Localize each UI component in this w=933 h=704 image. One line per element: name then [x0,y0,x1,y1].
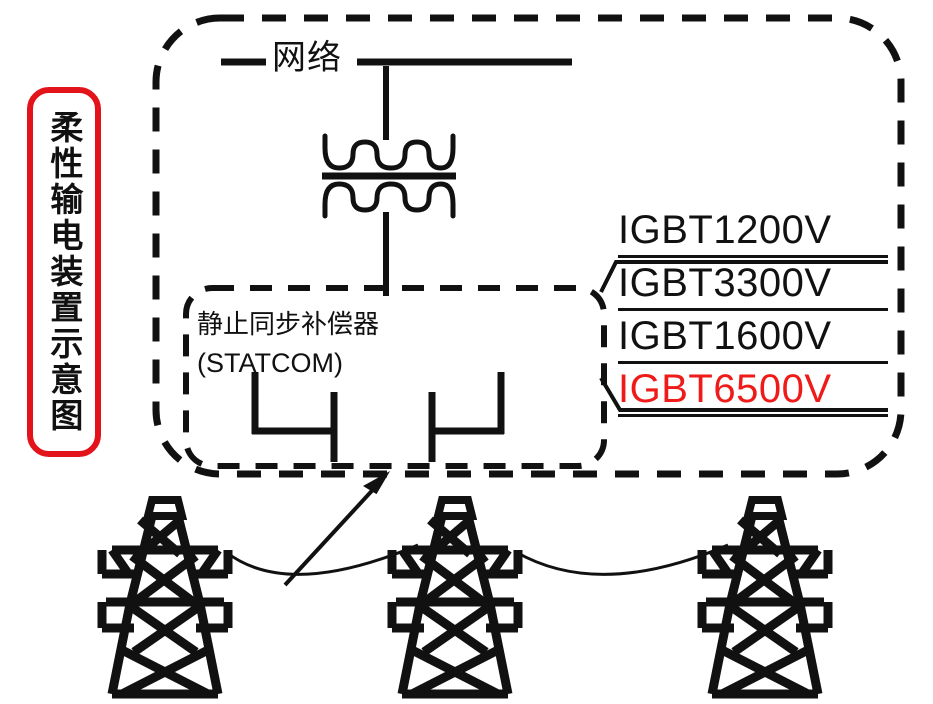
igbt-rating-item: IGBT1200V [618,205,888,258]
page-title: 柔性输电装置示意图 [44,110,84,434]
network-label: 网络 [272,38,342,78]
statcom-label-en: (STATCOM) [197,347,343,378]
power-line-span-1 [225,543,419,576]
igbt-rating-item: IGBT3300V [618,258,888,311]
transmission-tower [697,496,833,699]
converter-element-right [428,372,505,462]
igbt-rating-item: IGBT1600V [618,311,888,364]
igbt-rating-item-highlighted: IGBT6500V [618,364,888,417]
transmission-tower [387,496,523,699]
transformer-symbol [322,133,456,219]
statcom-dashed-box [183,285,607,469]
diagram-title-plate: 柔性输电装置示意图 [27,87,101,457]
arrow-line-to-statcom [283,471,391,587]
outer-dashed-container [152,14,905,478]
transmission-tower [97,496,233,699]
power-line-span-2 [515,543,729,576]
igbt-leader-lines [599,260,888,412]
converter-element-left [251,372,338,462]
statcom-label: 静止同步补偿器 (STATCOM) [197,307,379,382]
statcom-label-cn: 静止同步补偿器 [197,310,380,340]
igbt-rating-list: IGBT1200V IGBT3300V IGBT1600V IGBT6500V [618,205,888,417]
